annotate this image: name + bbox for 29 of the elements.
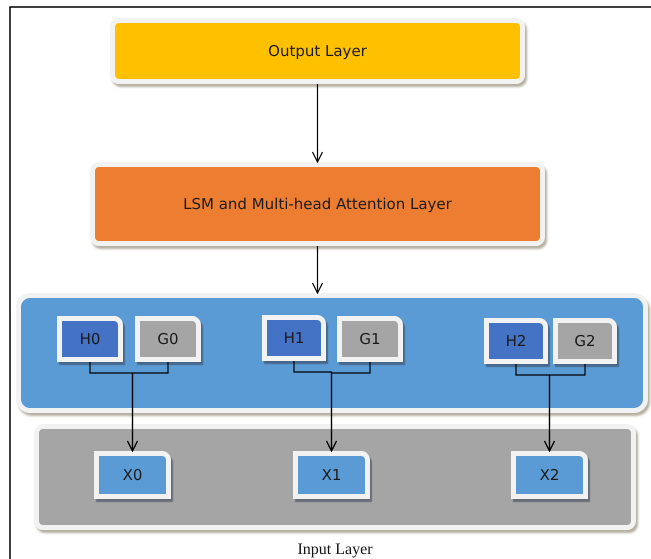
node-label: X1 bbox=[322, 466, 342, 484]
input-box bbox=[511, 451, 588, 499]
state-box bbox=[553, 318, 617, 364]
layer-panel bbox=[16, 293, 648, 413]
node-label: H0 bbox=[80, 330, 100, 348]
arrow bbox=[126, 362, 169, 452]
state-box bbox=[262, 315, 326, 361]
node-label: LSM and Multi-head Attention Layer bbox=[183, 195, 452, 213]
panel-caption: Input Layer bbox=[296, 541, 374, 559]
state-box bbox=[57, 316, 123, 362]
node-label: H2 bbox=[506, 332, 526, 350]
node-label: Output Layer bbox=[268, 42, 367, 60]
arrow bbox=[312, 246, 324, 294]
input-box bbox=[94, 451, 171, 499]
state-box bbox=[484, 318, 548, 364]
node-label: G1 bbox=[359, 330, 381, 348]
node-label: X0 bbox=[122, 466, 142, 484]
node-label: H1 bbox=[284, 329, 304, 347]
node-label: X2 bbox=[540, 466, 560, 484]
layer-box bbox=[110, 18, 525, 84]
layer-box bbox=[90, 162, 545, 246]
input-box bbox=[293, 451, 370, 499]
node-label: G2 bbox=[574, 332, 596, 350]
arrow bbox=[312, 84, 324, 163]
arrow bbox=[326, 362, 371, 452]
node-label: G0 bbox=[157, 330, 179, 348]
state-box bbox=[135, 316, 201, 362]
arrow bbox=[544, 364, 586, 452]
state-box bbox=[337, 316, 403, 362]
